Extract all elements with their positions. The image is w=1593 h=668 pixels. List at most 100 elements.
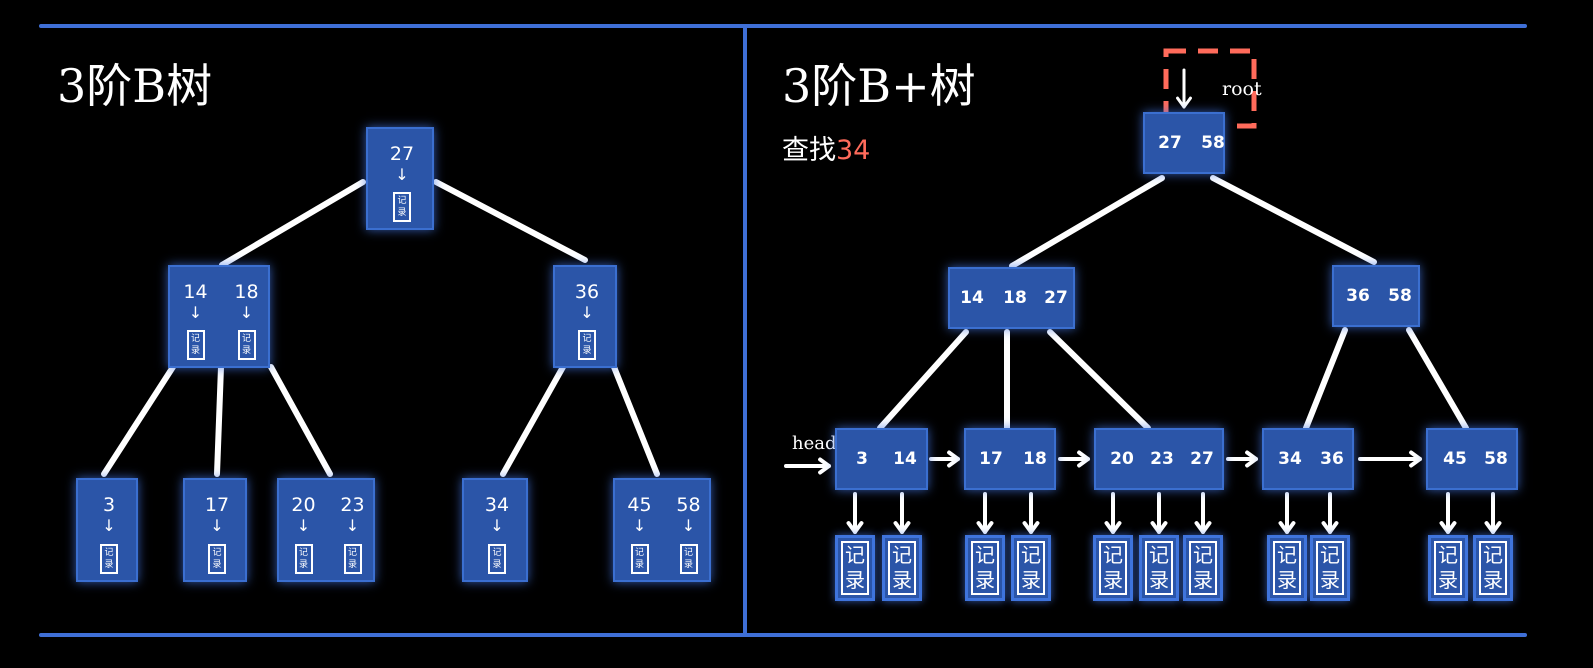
- record-pointer-arrow-head: [1194, 521, 1212, 534]
- leaf-link-arrow-head: [1245, 450, 1258, 468]
- bp-leaf-node: 20 23 27: [1094, 428, 1224, 490]
- record-block: 记录: [882, 535, 922, 601]
- record-label: 记录: [1316, 541, 1344, 595]
- down-arrow-icon: ↓: [395, 165, 409, 184]
- search-caption: 查找34: [782, 128, 870, 167]
- b-leaf-node-key: 34: [484, 494, 510, 516]
- b-edge: [219, 179, 366, 268]
- record-label: 记录: [1189, 541, 1217, 595]
- b-leaf-node-key: 45: [627, 494, 652, 516]
- b-edge: [611, 364, 660, 477]
- record-block: 记录: [1093, 535, 1133, 601]
- bplustree-title: 3阶B+树: [782, 59, 976, 113]
- b-leaf-node: 3↓记录: [76, 478, 138, 582]
- record-label: 记录: [1479, 541, 1507, 595]
- root-pointer-arrow-head: [1176, 96, 1192, 109]
- record-box: 记录: [679, 544, 698, 574]
- down-arrow-icon: ↓: [632, 516, 647, 535]
- down-arrow-icon: ↓: [296, 516, 311, 535]
- bp-leaf-node-key: 20: [1110, 449, 1134, 469]
- b-leaf-node-key: 20: [291, 494, 316, 516]
- b-leaf-node: 34↓记录: [462, 478, 528, 582]
- record-pointer-arrow-head: [1321, 521, 1339, 534]
- bp-root-node: 27 58: [1143, 112, 1225, 174]
- record-block: 记录: [965, 535, 1005, 601]
- bp-edge: [1009, 175, 1165, 269]
- bp-leaf-node-key: 17: [979, 449, 1003, 469]
- bp-node-36-58-key: 58: [1388, 286, 1412, 306]
- bp-leaf-node-key: 34: [1278, 449, 1302, 469]
- down-arrow-icon: ↓: [681, 516, 696, 535]
- b-edge: [214, 364, 224, 477]
- bp-leaf-node-key: 23: [1150, 449, 1174, 469]
- record-pointer-arrow-head: [1439, 521, 1457, 534]
- down-arrow-icon: ↓: [239, 303, 254, 322]
- record-block: 记录: [1183, 535, 1223, 601]
- bp-root-node-key: 27: [1158, 133, 1182, 153]
- bp-node-14-18-27-key: 18: [1003, 288, 1027, 308]
- b-node-36: 36↓记录: [553, 265, 617, 368]
- record-box: 记录: [294, 544, 313, 574]
- bp-edge: [877, 329, 969, 431]
- down-arrow-icon: ↓: [188, 303, 203, 322]
- record-pointer-arrow-head: [846, 521, 864, 534]
- bp-node-14-18-27-key: 14: [960, 288, 984, 308]
- b-edge: [268, 364, 333, 477]
- down-arrow-icon: ↓: [102, 516, 116, 535]
- leaf-link-arrow-head: [1077, 450, 1090, 468]
- record-pointer-arrow-head: [1104, 521, 1122, 534]
- bp-edge: [1210, 175, 1377, 265]
- record-label: 记录: [1099, 541, 1127, 595]
- down-arrow-icon: ↓: [345, 516, 360, 535]
- record-box: 记录: [630, 544, 649, 574]
- record-label: 记录: [1017, 541, 1045, 595]
- bp-node-36-58: 36 58: [1332, 265, 1420, 327]
- bp-node-36-58-key: 36: [1346, 286, 1370, 306]
- bp-leaf-node-key: 58: [1484, 449, 1508, 469]
- b-edge: [433, 179, 588, 263]
- record-pointer-arrow-head: [976, 521, 994, 534]
- b-node-36-key: 36: [574, 281, 600, 303]
- b-leaf-node-key: 3: [102, 494, 116, 516]
- record-label: 记录: [1273, 541, 1301, 595]
- leaf-link-arrow-head: [947, 450, 960, 468]
- b-leaf-node-key: 58: [676, 494, 701, 516]
- bp-node-14-18-27-key: 27: [1044, 288, 1068, 308]
- b-leaf-node-key: 17: [204, 494, 230, 516]
- btree-title: 3阶B树: [57, 59, 213, 113]
- bp-edge: [1047, 329, 1151, 431]
- record-block: 记录: [1011, 535, 1051, 601]
- down-arrow-icon: ↓: [210, 516, 224, 535]
- bp-leaf-node-key: 14: [893, 449, 917, 469]
- bp-root-node-key: 58: [1201, 133, 1225, 153]
- record-block: 记录: [1267, 535, 1307, 601]
- b-leaf-node: 17↓记录: [183, 478, 247, 582]
- b-root-node-key: 27: [389, 143, 415, 165]
- bp-edge: [1406, 327, 1469, 431]
- leaf-link-arrow-head: [1409, 450, 1422, 468]
- record-pointer-arrow-head: [1278, 521, 1296, 534]
- b-root-node: 27↓ 记录: [366, 127, 434, 230]
- record-label: 记录: [1145, 541, 1173, 595]
- b-edge: [101, 364, 176, 477]
- record-pointer-arrow-head: [1484, 521, 1502, 534]
- b-leaf-node-key: 23: [340, 494, 365, 516]
- bp-leaf-node-key: 18: [1023, 449, 1047, 469]
- record-block: 记录: [1428, 535, 1468, 601]
- record-box: 记录: [343, 544, 362, 574]
- record-box: 记录: [186, 330, 205, 360]
- bp-node-14-18-27: 14 18 27: [948, 267, 1075, 329]
- search-prefix: 查找: [782, 135, 836, 166]
- record-box: 记录: [393, 192, 411, 222]
- bp-leaf-node-key: 27: [1190, 449, 1214, 469]
- record-label: 记录: [841, 541, 869, 595]
- record-label: 记录: [888, 541, 916, 595]
- record-pointer-arrow-head: [1150, 521, 1168, 534]
- record-block: 记录: [1139, 535, 1179, 601]
- record-block: 记录: [835, 535, 875, 601]
